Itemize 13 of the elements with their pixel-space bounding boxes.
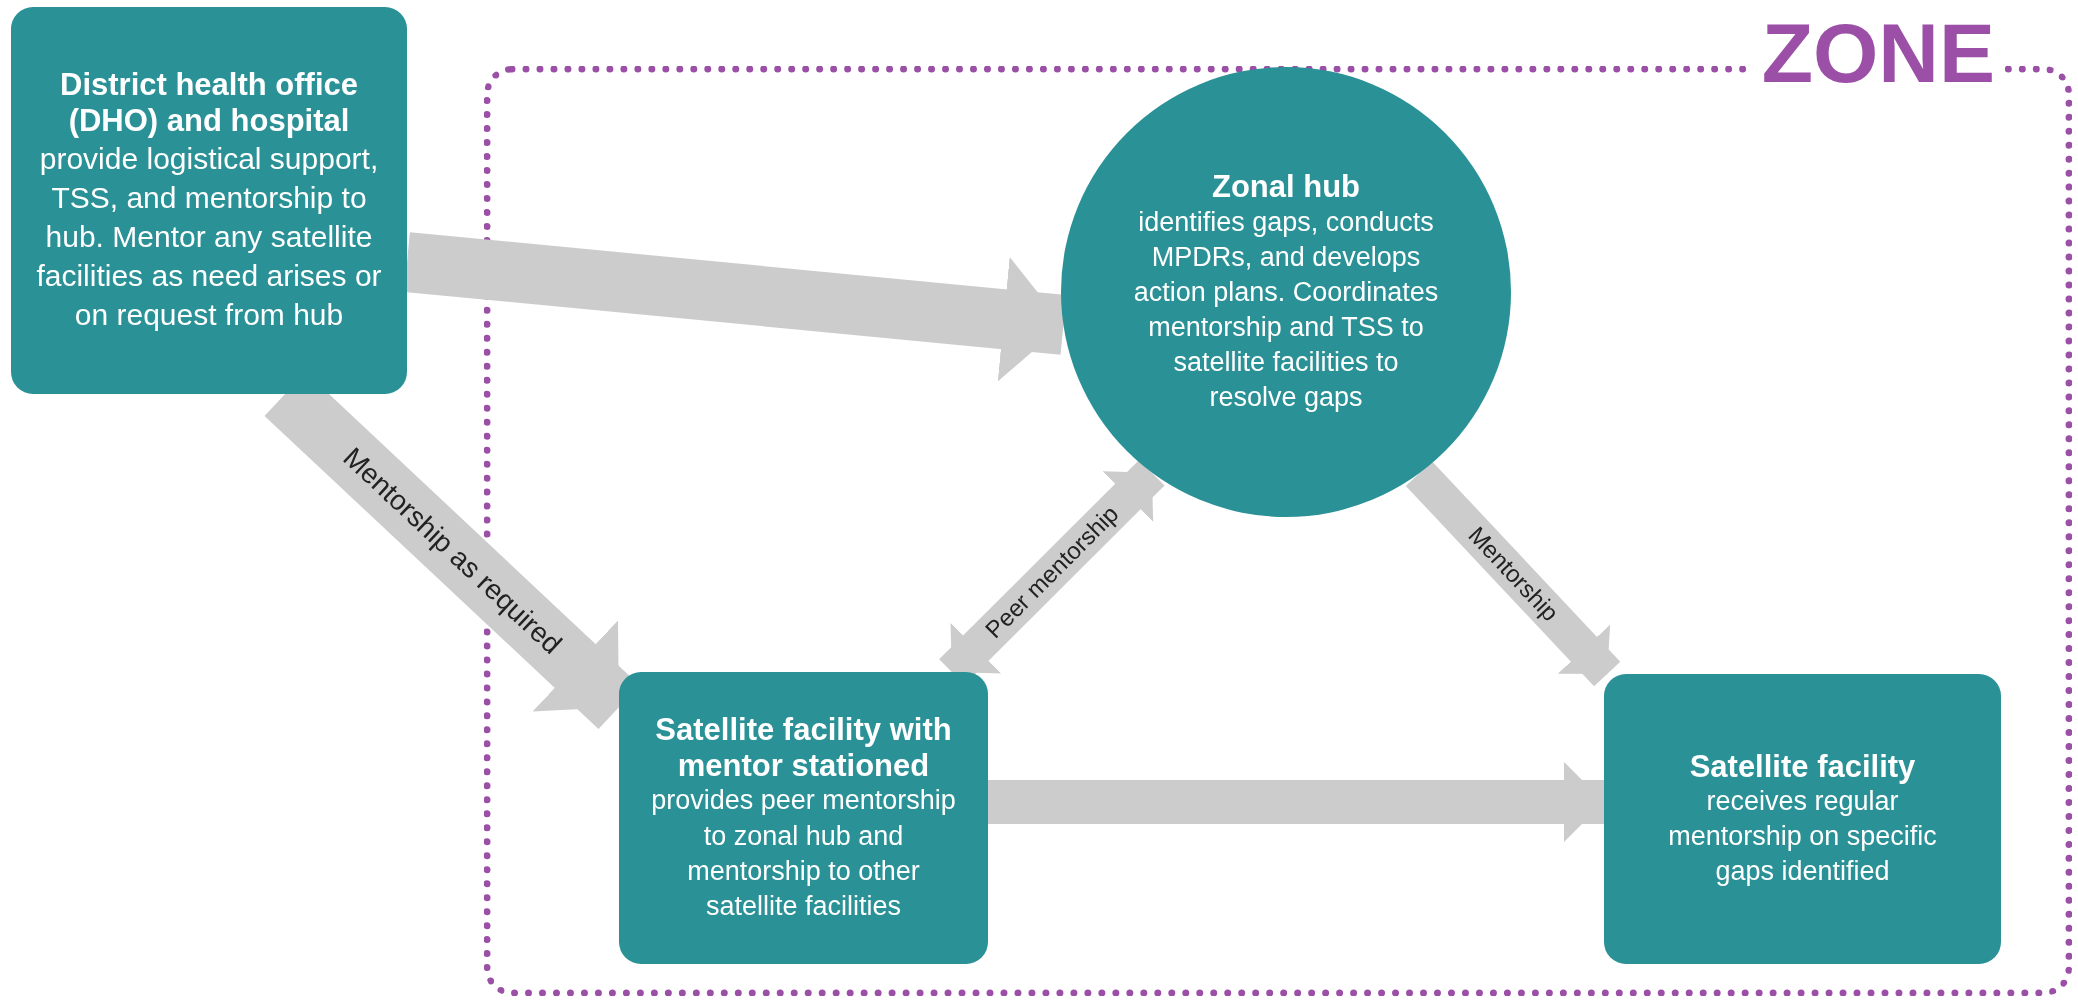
node-description: identifies gaps, conducts MPDRs, and develops action plans. Coordinates mentorship and TSS to satellite facilities to resolve gaps: [1132, 205, 1440, 414]
node-heading: District health office (DHO) and hospital: [59, 67, 359, 139]
facility-box: [619, 672, 988, 964]
block-arrow: [1405, 461, 1621, 687]
facility-box: [1604, 674, 2001, 964]
node-heading: Satellite facility with mentor stationed: [654, 712, 953, 784]
node-description: receives regular mentorship on specific gaps identified: [1667, 785, 1938, 889]
node-heading: Zonal hub: [1211, 168, 1361, 205]
node-heading: Satellite facility: [1689, 748, 1916, 785]
facility-box: [11, 7, 407, 394]
node-description: provide logistical support, TSS, and mentorship to hub. Mentor any satellite facilities as need arises or on request from hub: [35, 140, 383, 333]
node-description: provides peer mentorship to zonal hub and mentorship to other satellite facilities: [650, 784, 957, 923]
block-arrow: [988, 761, 1604, 842]
